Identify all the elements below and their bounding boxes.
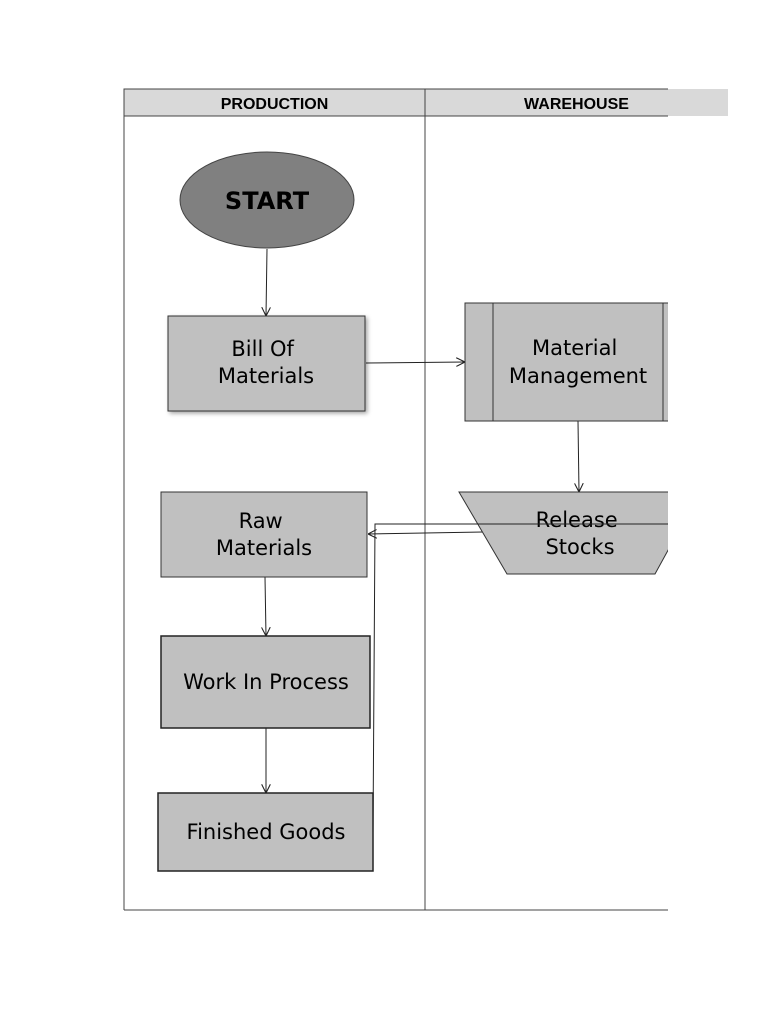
bill-of-materials-node: Bill Of Materials — [167, 315, 366, 412]
edge-bill-of-materials-to-material-management — [365, 362, 465, 363]
lane-label-production: PRODUCTION — [221, 96, 329, 113]
edges — [265, 248, 579, 793]
lane-header-production — [123, 88, 426, 117]
nodes: START Bill Of Materials Material Managem… — [157, 151, 701, 872]
release-stocks-label-line-2: Stocks — [545, 535, 614, 559]
release-stocks-node: Release Stocks — [458, 491, 701, 575]
edge-start-to-bill-of-materials — [266, 248, 267, 316]
bill-of-materials-label-line-2: Materials — [218, 364, 314, 388]
edge-raw-materials-to-work-in-process — [265, 576, 266, 636]
svg-text:Material Management: Material Management — [509, 336, 647, 388]
finished-goods-label: Finished Goods — [187, 820, 346, 844]
start-node: START — [179, 151, 355, 249]
svg-text:Raw Materials: Raw Materials — [216, 509, 312, 560]
start-label: START — [225, 187, 310, 215]
lane-borders — [123, 89, 668, 911]
edge-finished-goods-to-release-stocks — [372, 523, 668, 833]
material-management-label-line-1: Material — [532, 336, 617, 360]
raw-materials-label-line-2: Materials — [216, 536, 312, 560]
finished-goods-node: Finished Goods — [157, 792, 374, 872]
raw-materials-label-line-1: Raw — [239, 509, 283, 533]
edge-release-stocks-to-raw-materials — [368, 532, 484, 534]
material-management-label-line-2: Management — [509, 364, 647, 388]
raw-materials-node: Raw Materials — [160, 491, 368, 578]
svg-text:Bill Of Materials: Bill Of Materials — [218, 337, 314, 388]
svg-text:Release Stocks: Release Stocks — [536, 508, 625, 559]
material-management-node: Material Management — [464, 302, 676, 422]
right-crop — [668, 117, 768, 937]
lane-header-warehouse — [425, 89, 728, 116]
work-in-process-node: Work In Process — [160, 635, 371, 729]
lane-label-warehouse: WAREHOUSE — [524, 96, 629, 113]
work-in-process-label: Work In Process — [183, 670, 349, 694]
lane-headers: PRODUCTION WAREHOUSE — [123, 88, 728, 117]
release-stocks-label-line-1: Release — [536, 508, 618, 532]
bill-of-materials-label-line-1: Bill Of — [231, 337, 294, 361]
edge-material-management-to-release-stocks — [578, 420, 579, 492]
